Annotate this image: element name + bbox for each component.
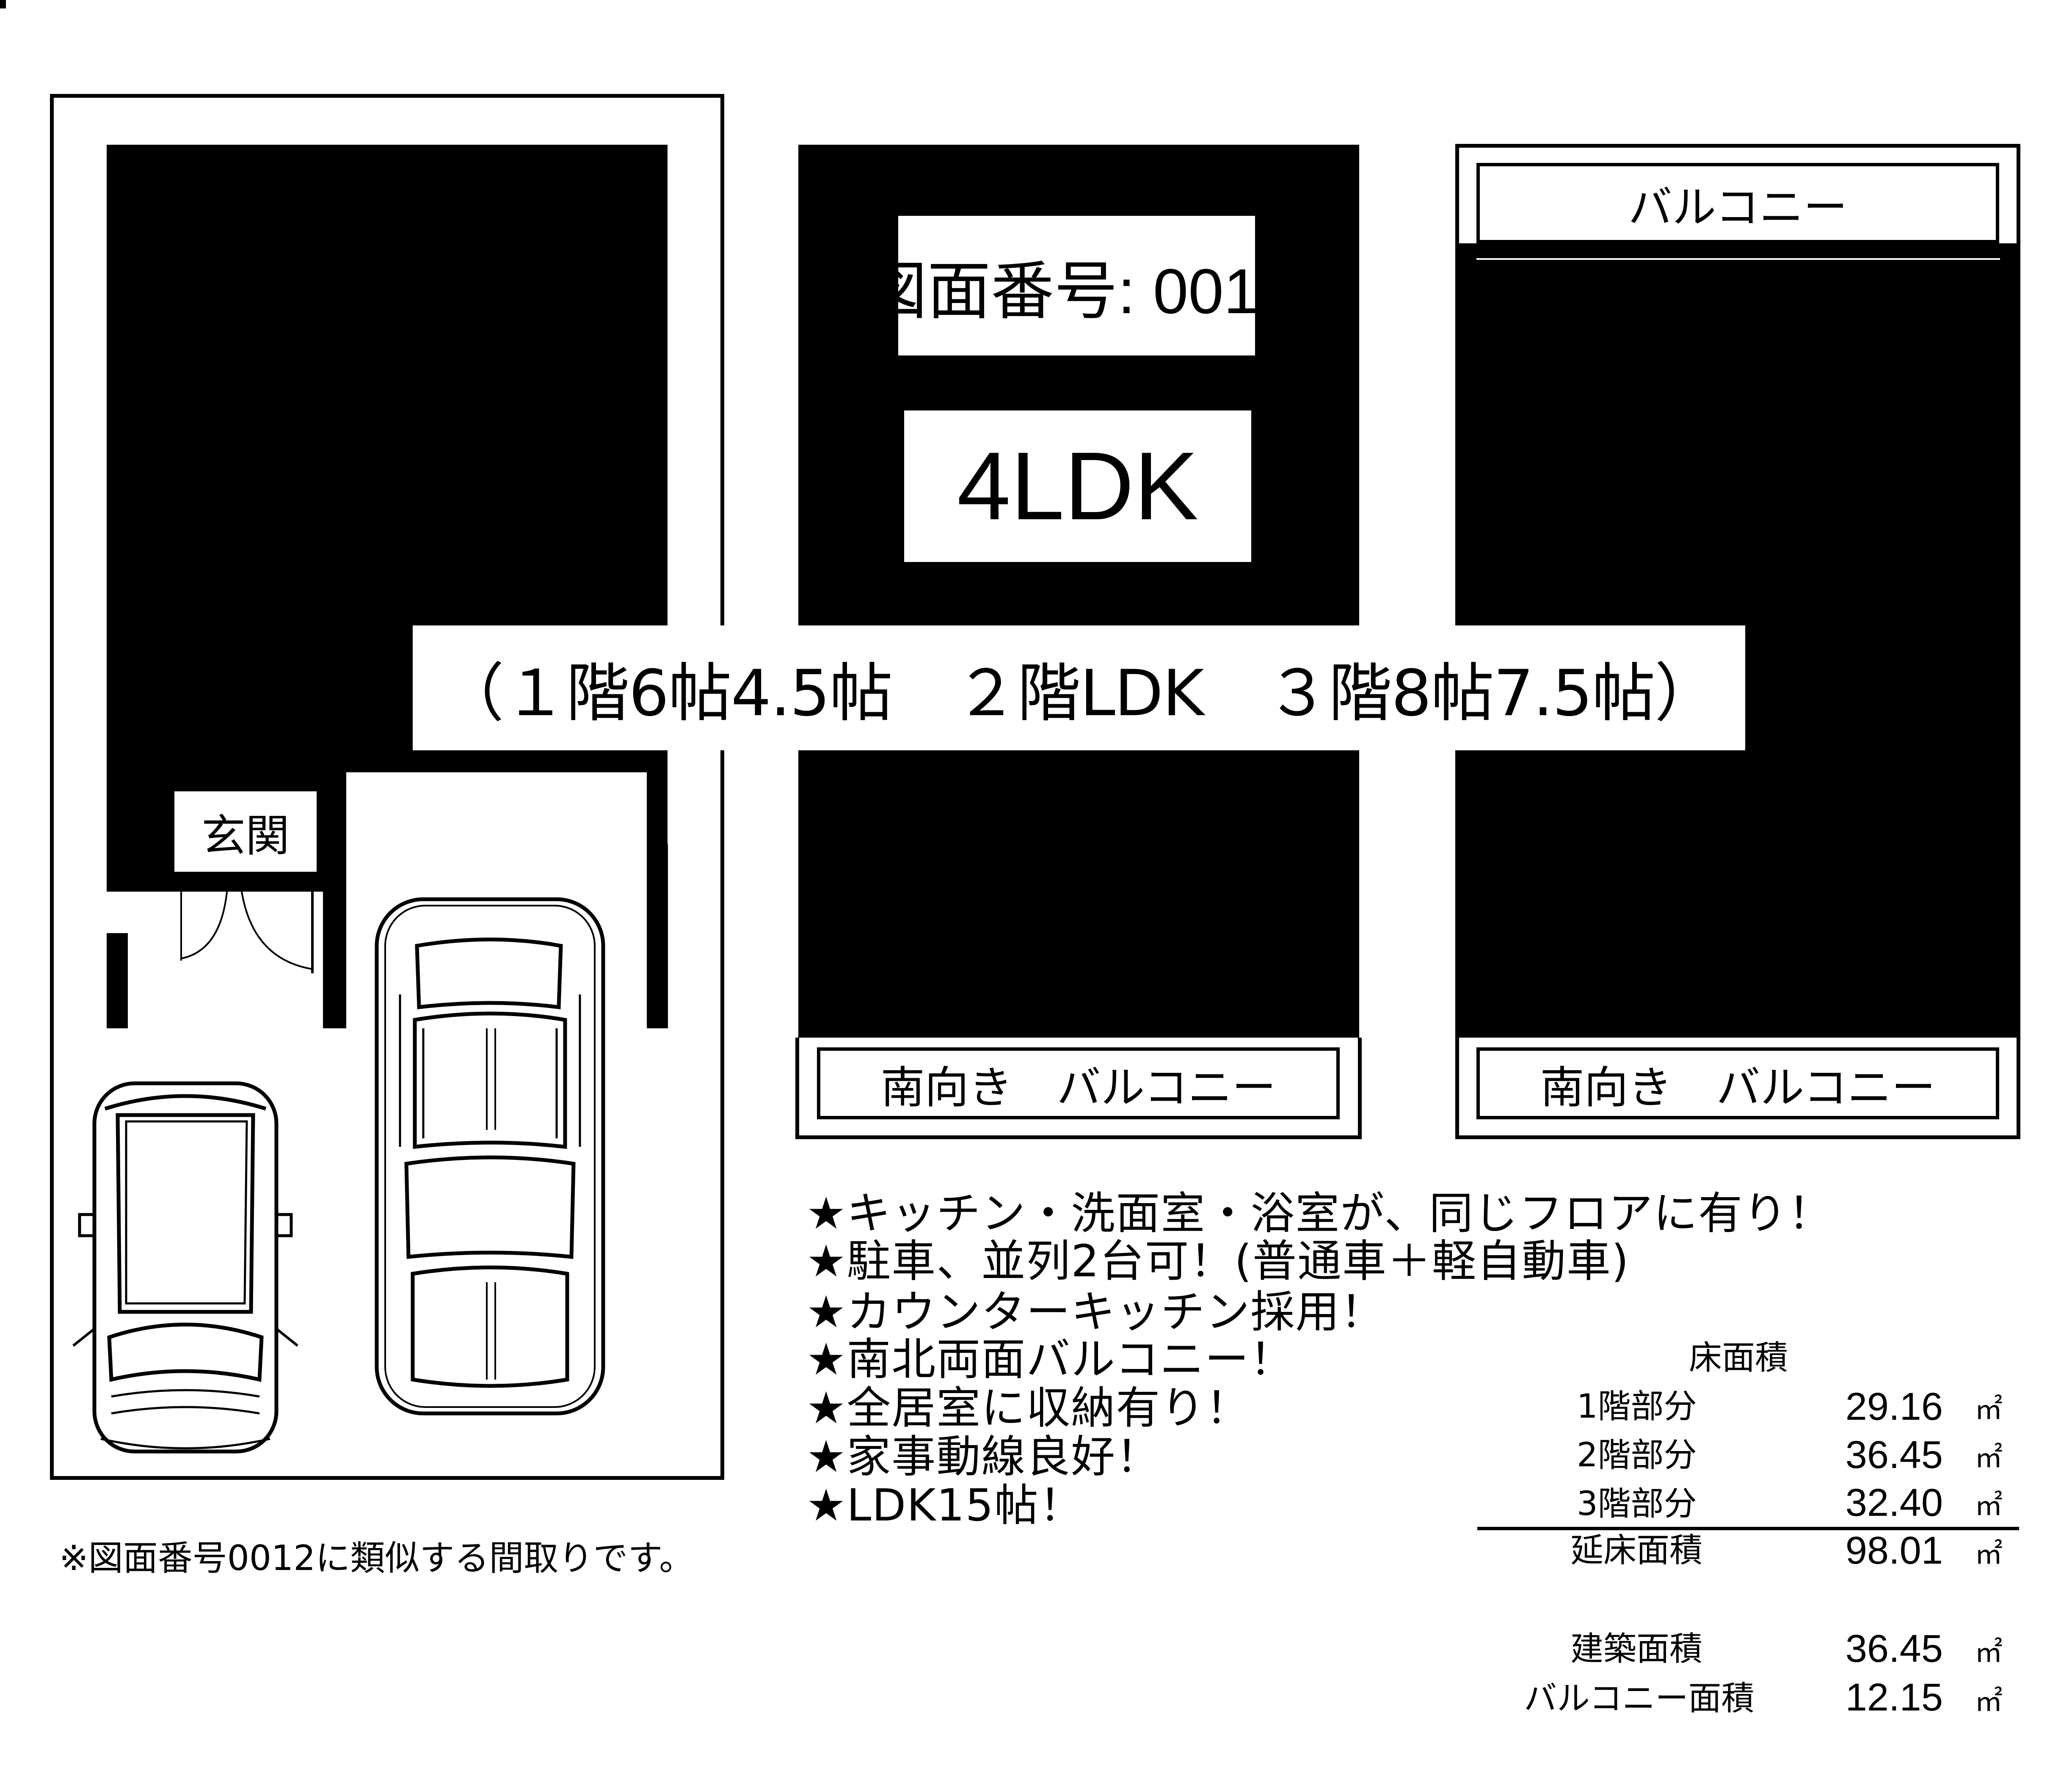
area-table-header: 床面積	[1689, 1339, 1788, 1377]
area-row-label: 3階部分	[1577, 1485, 1697, 1523]
drawing-number: 図面番号: 0011	[864, 216, 1289, 355]
corner-mark	[0, 0, 6, 8]
entrance-step	[174, 872, 320, 876]
feature-item: ★キッチン・洗面室・浴室が、同じフロアに有り！	[806, 1187, 1833, 1239]
building-area-label: 建築面積	[1570, 1630, 1703, 1668]
feature-item: ★LDK15帖！	[806, 1479, 1084, 1531]
area-unit: ㎡	[1975, 1685, 2003, 1718]
area-total-label: 延床面積	[1570, 1531, 1703, 1570]
area-unit: ㎡	[1975, 1489, 2003, 1522]
feature-item: ★カウンターキッチン採用！	[806, 1286, 1385, 1338]
layout-type: 4LDK	[904, 410, 1251, 562]
area-unit: ㎡	[1975, 1538, 2003, 1570]
entrance-label: 玄関	[174, 791, 317, 872]
wall-segment	[647, 844, 668, 1028]
area-unit: ㎡	[1975, 1441, 2003, 1474]
area-unit: ㎡	[1975, 1393, 2003, 1426]
third-floor-north-balcony: バルコニー	[1476, 163, 1999, 243]
feature-item: ★全居室に収納有り！	[806, 1382, 1251, 1434]
area-row-value: 36.45	[1845, 1433, 1943, 1476]
balcony-area-value: 12.15	[1845, 1676, 1943, 1719]
wall-segment	[107, 933, 128, 1028]
door-icon	[180, 877, 314, 973]
first-floor-rooms	[107, 145, 668, 892]
third-floor-inner-line	[1476, 258, 2000, 260]
wall-segment	[323, 772, 346, 1028]
area-total-rule	[1477, 1527, 2019, 1530]
third-floor-south-balcony: 南向き バルコニー	[1476, 1047, 1999, 1119]
second-floor-balcony: 南向き バルコニー	[817, 1047, 1340, 1119]
feature-item: ★駐車、並列2台可！(普通車＋軽自動車)	[806, 1235, 1630, 1287]
area-unit: ㎡	[1975, 1636, 2003, 1669]
feature-item: ★家事動線良好！	[806, 1431, 1161, 1482]
building-area-value: 36.45	[1845, 1627, 1943, 1670]
area-row-label: 1階部分	[1577, 1388, 1697, 1426]
footnote: ※図面番号0012に類似する間取りです。	[59, 1538, 694, 1578]
feature-item: ★南北両面バルコニー！	[806, 1333, 1295, 1385]
area-row-value: 29.16	[1845, 1385, 1943, 1428]
car-icon	[375, 897, 605, 1416]
area-row-label: 2階部分	[1577, 1436, 1697, 1474]
area-total-value: 98.01	[1845, 1529, 1943, 1572]
area-row-value: 32.40	[1845, 1481, 1943, 1524]
car-icon	[72, 1081, 298, 1454]
balcony-area-label: バルコニー面積	[1524, 1680, 1755, 1718]
room-summary: （１階6帖4.5帖 ２階LDK ３階8帖7.5帖）	[413, 625, 1745, 750]
first-floor-recess	[346, 772, 647, 897]
